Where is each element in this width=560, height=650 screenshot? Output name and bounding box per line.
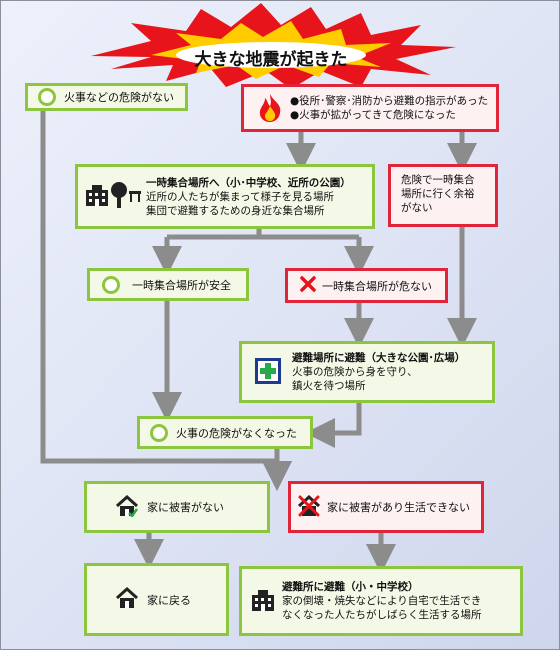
node-evac-site: 避難場所に避難（大きな公園･広場） 火事の危険から身を守り、 鎮火を待つ場所	[239, 341, 495, 403]
node-house-damaged: 家に被害があり生活できない	[288, 481, 484, 533]
house-icon	[115, 494, 139, 520]
evac-desc-1: 火事の危険から身を守り、	[292, 366, 418, 378]
no-time-line-3: がない	[401, 202, 433, 214]
evac-title: 避難場所に避難（大きな公園･広場）	[292, 352, 466, 364]
evac-desc-2: 鎮火を待つ場所	[292, 380, 366, 392]
school-icon	[250, 587, 276, 616]
node-temp-safe: 一時集合場所が安全	[87, 268, 249, 301]
no-fire-label: 火事などの危険がない	[64, 91, 174, 104]
school-icon	[84, 182, 110, 211]
node-shelter: 避難所に避難（小・中学校） 家の倒壊・焼失などにより自宅で生活でき なくなった人…	[239, 566, 523, 636]
shelter-desc-2: なくなった人たちがしばらく生活する場所	[282, 609, 482, 621]
temp-danger-label: 一時集合場所が危ない	[322, 279, 432, 293]
temp-site-title: 一時集合場所へ（小･中学校、近所の公園）	[146, 176, 351, 189]
connector-evac-firegone	[305, 403, 362, 448]
shelter-title: 避難所に避難（小・中学校）	[282, 581, 419, 593]
node-fire-gone: 火事の危険がなくなった	[137, 416, 313, 449]
warning-line-2: ●火事が拡がってきて危険になった	[290, 109, 456, 121]
circle-icon	[38, 88, 56, 106]
no-time-line-1: 危険で一時集合	[401, 174, 475, 186]
shelter-desc-1: 家の倒壊・焼失などにより自宅で生活でき	[282, 595, 482, 607]
circle-icon	[102, 275, 120, 294]
tree-icon	[110, 181, 128, 212]
bench-icon	[128, 187, 142, 206]
fire-icon	[256, 92, 284, 125]
temp-safe-label: 一時集合場所が安全	[132, 278, 231, 292]
no-time-line-2: 場所に行く余裕	[401, 188, 475, 200]
fire-gone-label: 火事の危険がなくなった	[176, 426, 297, 440]
node-no-fire: 火事などの危険がない	[25, 83, 188, 111]
warning-line-1: ●役所･警察･消防から避難の指示があった	[290, 95, 489, 107]
burst-shape	[91, 3, 456, 89]
first-aid-icon	[254, 357, 282, 388]
node-temp-site: 一時集合場所へ（小･中学校、近所の公園） 近所の人たちが集まって様子を見る場所 …	[75, 164, 375, 229]
temp-site-desc-2: 集団で避難するための身近な集合場所	[146, 204, 325, 217]
temp-site-desc-1: 近所の人たちが集まって様子を見る場所	[146, 190, 335, 203]
node-temp-danger: 一時集合場所が危ない	[285, 268, 448, 303]
damaged-house-icon	[297, 494, 323, 521]
cross-icon	[300, 276, 316, 295]
page-title: 大きな地震が起きた	[194, 50, 348, 70]
title-burst: 大きな地震が起きた	[1, 1, 559, 95]
go-home-label: 家に戻る	[147, 593, 191, 607]
node-no-time: 危険で一時集合 場所に行く余裕 がない	[388, 164, 498, 227]
house-damaged-label: 家に被害があり生活できない	[327, 501, 470, 514]
house-ok-label: 家に被害がない	[147, 501, 224, 514]
node-house-ok: 家に被害がない	[84, 481, 270, 533]
circle-icon	[150, 423, 168, 442]
node-go-home: 家に戻る	[84, 563, 229, 636]
node-evac-warning: ●役所･警察･消防から避難の指示があった ●火事が拡がってきて危険になった	[241, 84, 499, 132]
house-icon	[115, 586, 139, 612]
